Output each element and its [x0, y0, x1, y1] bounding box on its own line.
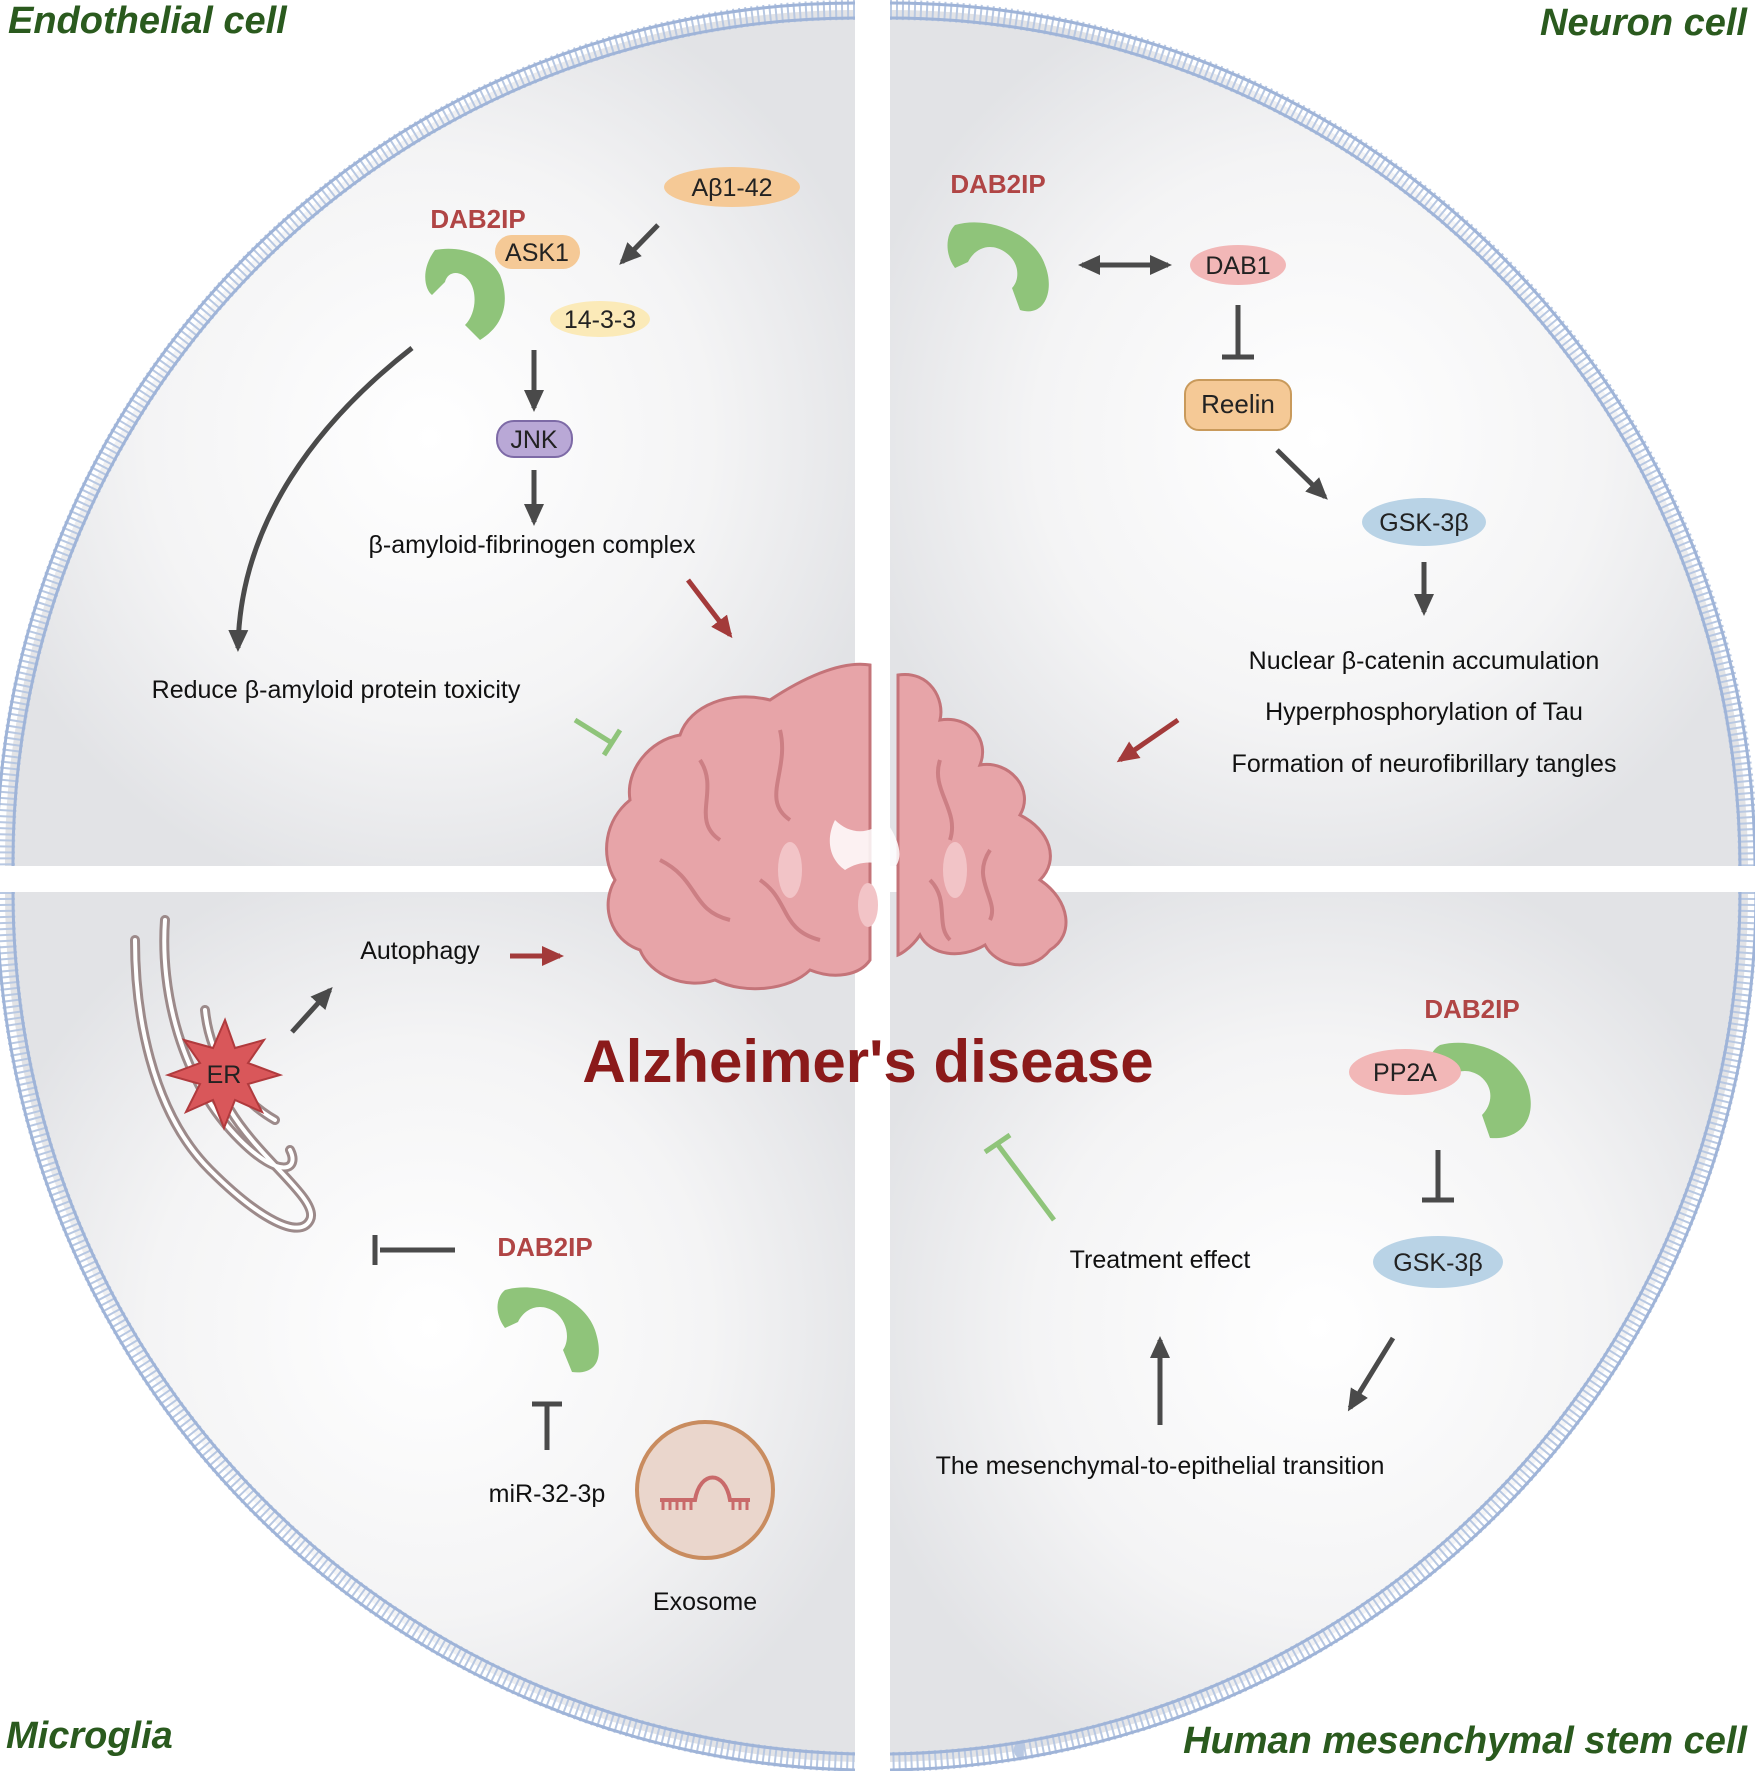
p1433-label: 14-3-3: [564, 306, 636, 334]
neuron-effect-2: Hyperphosphorylation of Tau: [1265, 698, 1583, 726]
microglia-dab2ip-label: DAB2IP: [497, 1232, 592, 1262]
neuron-effect-3: Formation of neurofibrillary tangles: [1232, 750, 1617, 778]
quadrant-top-left: [0, 0, 856, 867]
p1433-pill: [550, 301, 650, 337]
ask1-label: ASK1: [505, 239, 569, 267]
brain-section-illustration: [605, 662, 1068, 991]
corner-label-neuron: Neuron cell: [1540, 2, 1747, 44]
endothelial-dab2ip-protein-icon: [425, 248, 505, 340]
endothelial-pathway: DAB2IP ASK1 Aβ1-42 14-3-3 JNK β-amyloid-…: [152, 167, 800, 757]
exosome-icon: [635, 1420, 775, 1560]
er-to-autophagy-arrow: [290, 987, 333, 1034]
quadrant-top-right: [889, 0, 1755, 867]
abeta-label: Aβ1-42: [691, 174, 772, 202]
dab2ip-to-reduce-arrow: [228, 346, 414, 652]
reelin-label: Reelin: [1201, 389, 1275, 419]
reelin-to-gsk-arrow: [1275, 448, 1328, 500]
pp2a-label: PP2A: [1373, 1059, 1437, 1087]
dab1-label: DAB1: [1205, 252, 1270, 280]
abeta-to-complex-arrow: [619, 223, 660, 265]
reduce-inhibit-bar: [601, 728, 623, 757]
ask1-pill: [495, 235, 580, 269]
neuron-gsk-label: GSK-3β: [1379, 509, 1468, 537]
neuron-dab2ip-protein-icon: [947, 222, 1049, 312]
neuron-gsk-pill: [1362, 498, 1486, 546]
mirna-bases-icon: [661, 1500, 749, 1510]
reduce-inhibit-line: [573, 717, 614, 746]
abeta-pill: [664, 167, 800, 207]
met-label: The mesenchymal-to-epithelial transition: [936, 1452, 1385, 1480]
microglia-dab2ip-protein-icon: [497, 1287, 599, 1373]
gsk-to-met-arrow: [1347, 1336, 1396, 1412]
treatment-inhibit-bar: [983, 1132, 1012, 1155]
pp2a-pill: [1349, 1049, 1461, 1095]
msc-dab2ip-label: DAB2IP: [1424, 994, 1519, 1024]
reduce-toxicity-label: Reduce β-amyloid protein toxicity: [152, 676, 521, 704]
neuron-effect-1: Nuclear β-catenin accumulation: [1249, 647, 1600, 675]
treatment-label: Treatment effect: [1070, 1246, 1251, 1274]
msc-gsk-label: GSK-3β: [1393, 1249, 1482, 1277]
endothelial-dab2ip-label: DAB2IP: [430, 204, 525, 234]
disease-title: Alzheimer's disease: [582, 1028, 1153, 1095]
msc-gsk-pill: [1373, 1236, 1503, 1288]
er-stress-burst-icon: [164, 1017, 284, 1131]
corner-label-microglia: Microglia: [6, 1715, 173, 1757]
mir-label: miR-32-3p: [489, 1480, 606, 1508]
jnk-label: JNK: [510, 426, 558, 454]
corner-label-endothelial: Endothelial cell: [8, 0, 287, 42]
effects-to-ad-arrow: [1116, 717, 1180, 763]
exosome-label: Exosome: [653, 1588, 757, 1616]
autophagy-label: Autophagy: [360, 937, 480, 965]
msc-pathway: DAB2IP PP2A GSK-3β The mesenchymal-to-ep…: [936, 994, 1531, 1480]
reelin-pill: [1184, 379, 1292, 431]
quadrant-bottom-right: [889, 891, 1755, 1771]
neuron-pathway: DAB2IP DAB1 Reelin GSK-3β Nuclear β-cate…: [947, 169, 1617, 778]
corner-label-msc: Human mesenchymal stem cell: [1183, 1720, 1747, 1762]
dab1-pill: [1190, 245, 1286, 285]
microglia-pathway: ER Autophagy DAB2IP miR-32-3p Exosome: [130, 915, 775, 1616]
complex-label: β-amyloid-fibrinogen complex: [368, 531, 696, 559]
quadrant-bottom-left: [0, 891, 856, 1771]
neuron-dab2ip-label: DAB2IP: [950, 169, 1045, 199]
complex-to-ad-arrow: [686, 578, 733, 639]
er-label: ER: [207, 1061, 242, 1089]
treatment-inhibit-line: [995, 1143, 1057, 1222]
mirna-hairpin-icon: [660, 1475, 750, 1502]
jnk-pill: [496, 420, 573, 458]
